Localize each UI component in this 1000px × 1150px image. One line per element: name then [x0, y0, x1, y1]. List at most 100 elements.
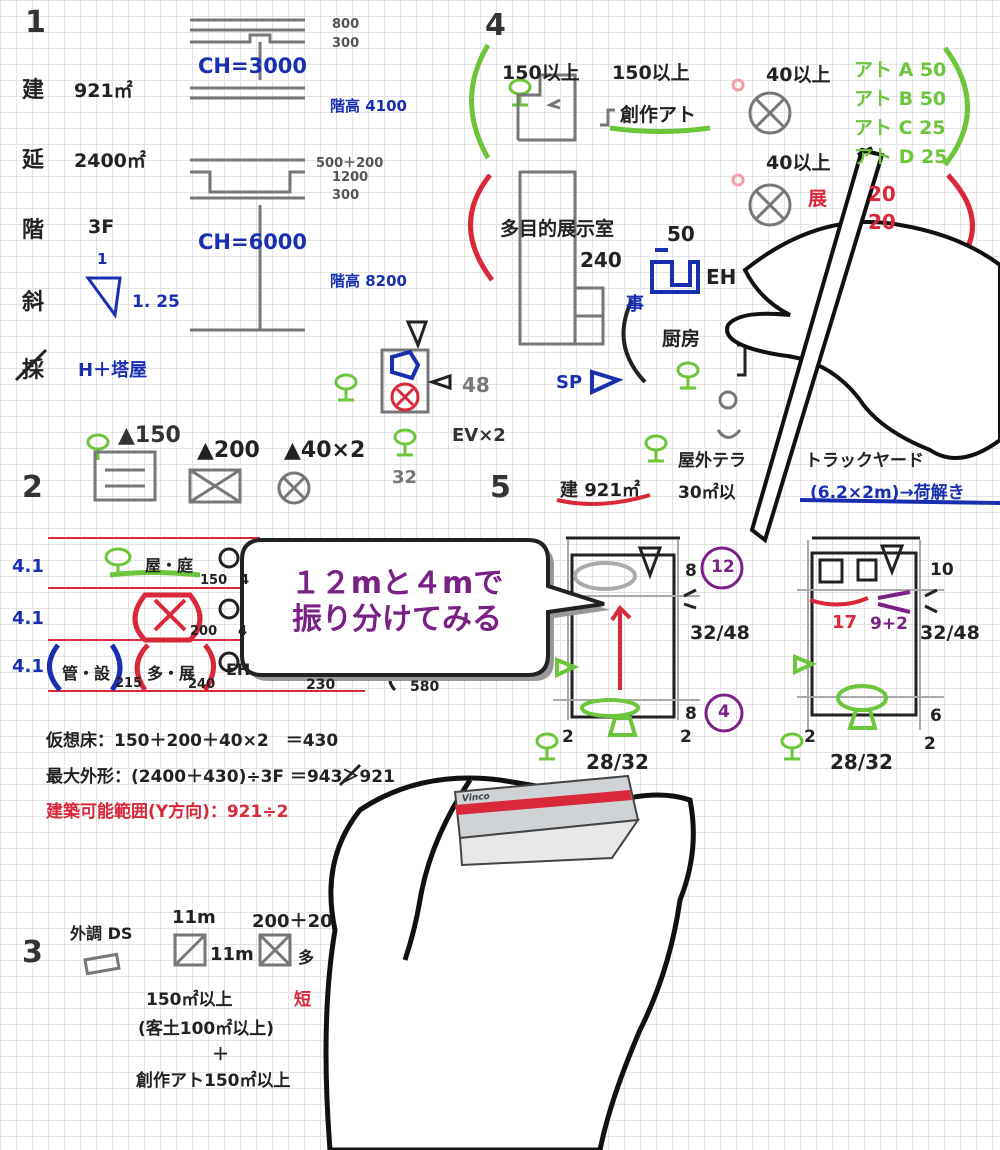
s5-8a: 8	[685, 561, 697, 581]
s5-circle-12: 12	[711, 557, 735, 577]
label-48: 48	[462, 373, 490, 397]
section-number-2: 2	[22, 470, 43, 505]
dim-300: 300	[332, 36, 360, 51]
ev-box	[380, 348, 430, 414]
value-floors: 3F	[88, 216, 115, 238]
floor-height-2: 階高 8200	[330, 272, 407, 290]
bubble-line-1: １２mと４mで	[290, 566, 504, 601]
n-230: 230	[306, 677, 336, 693]
slope-ratio: 1. 25	[132, 292, 180, 312]
red-partial-2: 20	[868, 182, 896, 206]
red-partial-1: 展	[808, 188, 828, 210]
tree-symbols	[86, 78, 804, 761]
area-200: ▲200	[197, 438, 260, 463]
s5-2b: 2	[680, 727, 692, 747]
n-215: 215	[115, 676, 143, 691]
label-roof-garden: 屋・庭	[145, 556, 194, 575]
value-building-area: 921㎡	[74, 80, 133, 102]
section2-shapes	[93, 450, 311, 505]
label-kansetsu: 管・設	[62, 664, 111, 683]
value-total-area: 2400㎡	[74, 150, 146, 172]
atelier-d: アト D 25	[854, 146, 948, 168]
tamokuteki-room: 多目的展示室	[500, 218, 615, 240]
s5-ratio-b: 32/48	[920, 622, 980, 644]
s5-circle-4: 4	[718, 702, 730, 722]
section-number-5: 5	[490, 470, 511, 505]
s5-17: 17	[832, 612, 858, 633]
n-200: 200	[190, 624, 218, 639]
area-40x2: ▲40×2	[284, 438, 366, 463]
section3-shapes	[83, 933, 292, 976]
section-number-1: 1	[25, 5, 46, 40]
s5-9-2: 9+2	[870, 614, 908, 634]
n-150: 150	[200, 573, 228, 588]
bubble-line-2: 振り分けてみる	[292, 602, 502, 637]
req-tan: 短	[294, 990, 311, 1010]
label-shasen: 斜	[22, 290, 45, 315]
label-sai: 採	[22, 358, 45, 383]
s4-40-b: 40以上	[766, 152, 831, 174]
n-240-s4: 240	[580, 248, 622, 272]
section-number-3: 3	[22, 935, 43, 970]
s4-eh: EH	[706, 265, 737, 289]
speech-bubble-text: １２mと４mで 振り分けてみる	[262, 566, 532, 638]
s4-sousaku: 創作アト	[620, 104, 697, 126]
calc-buildable-range: 建築可能範囲(Y方向)：921÷2	[46, 802, 289, 822]
s5-building: 建 921㎡	[560, 480, 640, 501]
n-4a: 4	[240, 573, 250, 588]
section-number-4: 4	[485, 8, 506, 43]
s5-ratio-a2: 28/32	[586, 750, 649, 774]
atelier-a: アト A 50	[854, 59, 947, 81]
area-150: ▲150	[118, 423, 181, 448]
row-label-3: 4.1	[12, 656, 44, 677]
s4-150-a: 150以上	[502, 62, 580, 84]
s4-truck-2: (6.2×2m)→荷解き	[810, 483, 965, 503]
atelier-c: アト C 25	[854, 117, 946, 139]
label-200-20: 200＋20	[252, 911, 333, 932]
label-11m-b: 11m	[210, 944, 254, 965]
s4-sp: SP	[556, 372, 583, 393]
n-240: 240	[188, 677, 216, 692]
req-sousaku: 創作アト150㎡以上	[136, 1071, 291, 1091]
section-diagram-lines	[190, 18, 305, 332]
dim-300b: 300	[332, 188, 360, 203]
label-11m-a: 11m	[172, 907, 216, 928]
label-ta: 多	[298, 948, 315, 967]
n-50: 50	[667, 222, 695, 246]
s4-kitchen: 厨房	[662, 328, 701, 350]
s5-2a: 2	[562, 727, 574, 747]
s4-truck: トラックヤード	[805, 451, 924, 471]
s4-outdoor-2: 30㎡以	[678, 483, 736, 503]
s5-ratio-a: 32/48	[690, 622, 750, 644]
label-nobe: 延	[22, 148, 45, 173]
dim-500-200: 500＋200	[316, 156, 384, 171]
calc-virtual-floor: 仮想床：150＋200＋40×2 ＝430	[46, 731, 339, 751]
slope-one: 1	[97, 250, 108, 268]
red-partial-3: 20	[868, 210, 896, 234]
label-kai: 階	[22, 218, 45, 243]
scale-ruler	[453, 774, 641, 867]
n-580: 580	[410, 679, 440, 695]
s5-8b: 8	[685, 704, 697, 724]
n-4b: 4	[238, 624, 248, 639]
label-taten: 多・展	[147, 664, 196, 683]
s5-ratio-b2: 28/32	[830, 750, 893, 774]
row-label-1: 4.1	[12, 556, 44, 577]
height-note: H＋塔屋	[78, 360, 148, 381]
s4-koto: 事	[626, 294, 644, 315]
speech-bubble	[240, 538, 610, 681]
ceiling-height-2: CH=6000	[198, 230, 308, 254]
label-eh: EH	[226, 660, 251, 679]
floor-height-1: 階高 4100	[330, 97, 407, 115]
slope-triangle	[85, 276, 122, 319]
s5-2d: 2	[924, 734, 936, 754]
section4-shapes	[516, 73, 792, 439]
ceiling-height-1: CH=3000	[198, 54, 308, 78]
s5-6: 6	[930, 706, 942, 726]
s4-150-b: 150以上	[612, 62, 690, 84]
calc-max-outline: 最大外形：(2400＋430)÷3F ＝943＞921	[46, 767, 395, 787]
row-label-2: 4.1	[12, 608, 44, 629]
dim-1200: 1200	[332, 170, 369, 185]
label-32: 32	[392, 467, 418, 488]
s4-40-a: 40以上	[766, 64, 831, 86]
